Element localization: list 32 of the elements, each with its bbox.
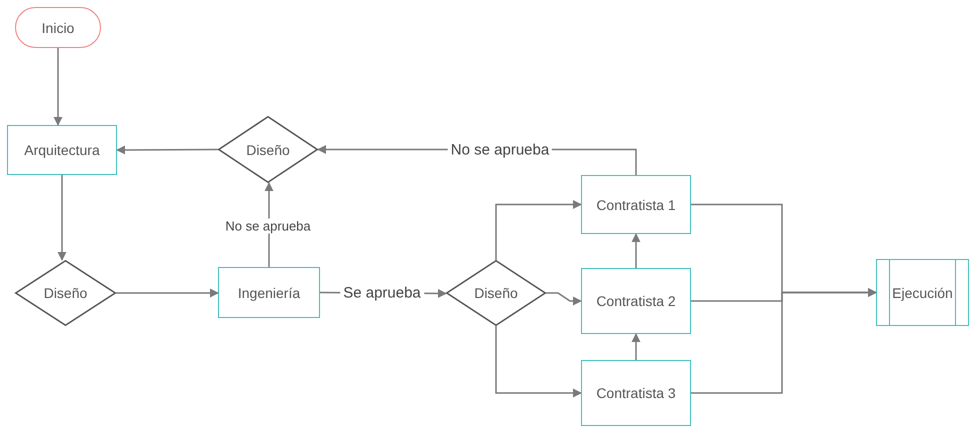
- node-label: Contratista 1: [596, 196, 676, 212]
- arrow: [495, 200, 582, 260]
- start-terminal: [15, 7, 101, 48]
- arrow: [116, 145, 218, 154]
- arrow: [58, 175, 66, 261]
- decision-diamond: [218, 116, 318, 183]
- process-box: [218, 267, 320, 318]
- arrow: [495, 326, 582, 398]
- node-label: Contratista 2: [596, 293, 676, 309]
- node-label: Ejecución: [892, 284, 953, 300]
- node-label: Inicio: [42, 20, 74, 36]
- decision-diamond: [15, 260, 116, 326]
- process-box: [581, 175, 691, 234]
- edge-label: Se aprueba: [340, 284, 424, 302]
- node-label: Diseño: [44, 285, 88, 301]
- node-label: Diseño: [474, 285, 518, 301]
- arrow: [632, 333, 640, 360]
- node-label: Arquitectura: [24, 142, 100, 158]
- arrow: [54, 48, 62, 126]
- arrow: [691, 288, 877, 394]
- predefined-process-box: [876, 259, 969, 326]
- edge-label: No se aprueba: [448, 142, 552, 158]
- arrow: [632, 233, 640, 268]
- arrow: [116, 288, 219, 298]
- process-box: [7, 125, 117, 175]
- process-box: [581, 360, 691, 426]
- node-label: Contratista 3: [596, 385, 676, 401]
- decision-diamond: [446, 260, 546, 326]
- node-label: Ingeniería: [238, 284, 300, 300]
- node-label: Diseño: [246, 142, 290, 158]
- arrow: [546, 292, 582, 306]
- process-box: [581, 268, 691, 334]
